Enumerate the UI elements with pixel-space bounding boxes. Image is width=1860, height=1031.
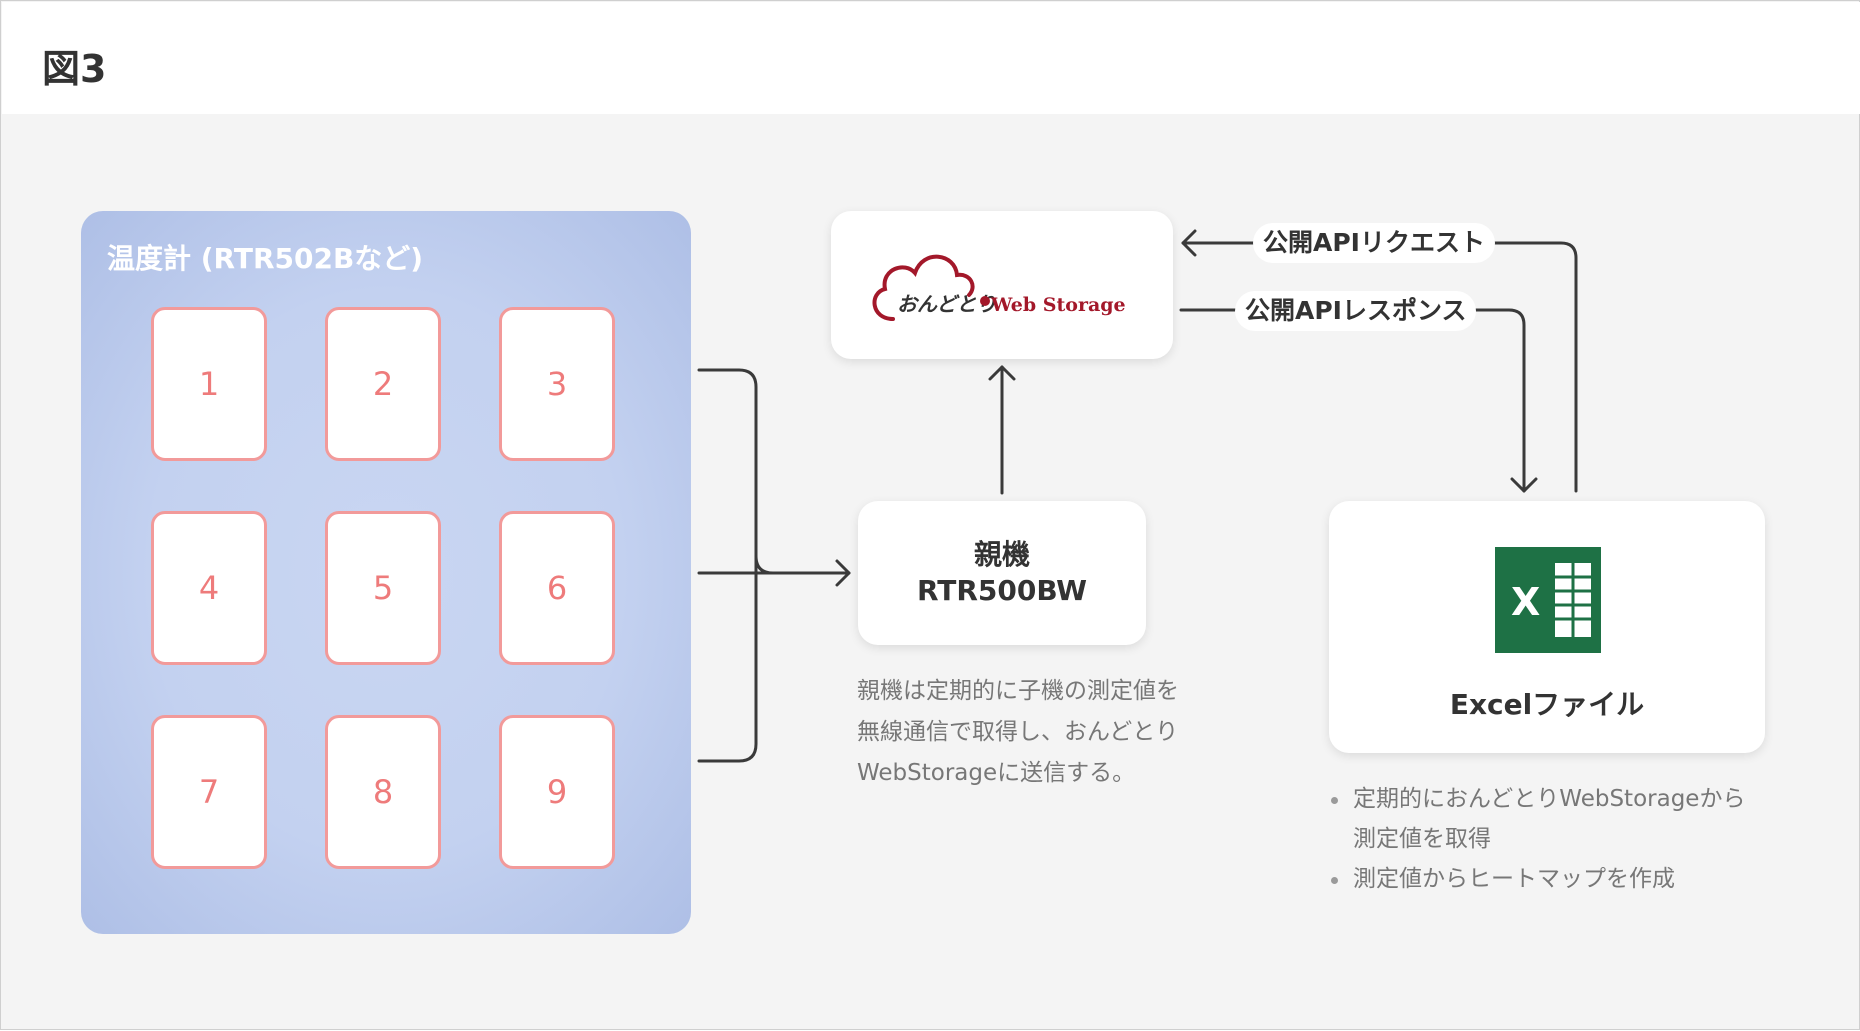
base-desc-line: WebStorageに送信する。: [857, 760, 1136, 786]
excel-icon-letter: X: [1511, 580, 1540, 624]
base-unit-label: 親機: [973, 538, 1030, 571]
sensor-2: 2: [325, 307, 441, 461]
api-request-arrow-head: [1181, 229, 1197, 257]
sensor-4: 4: [151, 511, 267, 665]
logo-text-jp: おんどとり: [897, 292, 996, 316]
base-desc-line: 無線通信で取得し、おんどとり: [857, 719, 1179, 745]
sensor-3: 3: [499, 307, 615, 461]
excel-icon: X: [1495, 547, 1601, 653]
sensor-group: 温度計 (RTR502Bなど) 1 2 3 4 5 6 7 8 9: [81, 211, 691, 934]
base-unit-card: 親機 RTR500BW: [858, 501, 1146, 645]
sensor-9: 9: [499, 715, 615, 869]
excel-card: X Excelファイル: [1329, 501, 1765, 753]
bracket-tip: [754, 554, 775, 575]
api-response-label: 公開APIレスポンス: [1235, 291, 1477, 331]
cloud-icon: [872, 254, 975, 321]
figure-title: 図3: [42, 47, 107, 91]
excel-label: Excelファイル: [1449, 688, 1645, 721]
api-response-arrow-head: [1510, 477, 1538, 493]
bracket-connector: [697, 368, 758, 763]
web-storage-card: おんどとり Web Storage: [831, 211, 1173, 359]
bullet-text: 測定値を取得: [1353, 826, 1491, 852]
header-bar: 図3: [2, 2, 1860, 114]
bullet-item: 定期的におんどとりWebStorageから: [1329, 779, 1809, 819]
api-response-line: [1179, 308, 1526, 493]
bullet-text: 定期的におんどとりWebStorageから: [1353, 786, 1746, 812]
ondotori-webstorage-logo: おんどとり Web Storage: [872, 254, 1126, 321]
base-unit-model: RTR500BW: [916, 574, 1088, 607]
base-desc-line: 親機は定期的に子機の測定値を: [857, 678, 1179, 704]
sensor-group-title: 温度計 (RTR502Bなど): [107, 242, 424, 275]
bullet-text: 測定値からヒートマップを作成: [1353, 866, 1675, 892]
bullet-dot: [1331, 797, 1338, 804]
sensor-6: 6: [499, 511, 615, 665]
bullet-dot: [1331, 877, 1338, 884]
bullet-item: 測定値からヒートマップを作成: [1329, 859, 1809, 899]
sensor-5: 5: [325, 511, 441, 665]
arrow-head-to-base: [835, 559, 851, 587]
bullet-item: 測定値を取得: [1329, 819, 1809, 859]
sensor-1: 1: [151, 307, 267, 461]
sensor-7: 7: [151, 715, 267, 869]
base-unit-description: 親機は定期的に子機の測定値を 無線通信で取得し、おんどとり WebStorage…: [857, 671, 1237, 794]
api-request-label: 公開APIリクエスト: [1253, 223, 1495, 263]
logo-text-en: Web Storage: [990, 294, 1126, 316]
sensor-8: 8: [325, 715, 441, 869]
api-request-line: [1181, 241, 1578, 493]
excel-bullets: 定期的におんどとりWebStorageから 測定値を取得 測定値からヒートマップ…: [1329, 779, 1809, 899]
arrow-head-to-cloud: [988, 365, 1016, 381]
logo-dot: [980, 296, 990, 306]
